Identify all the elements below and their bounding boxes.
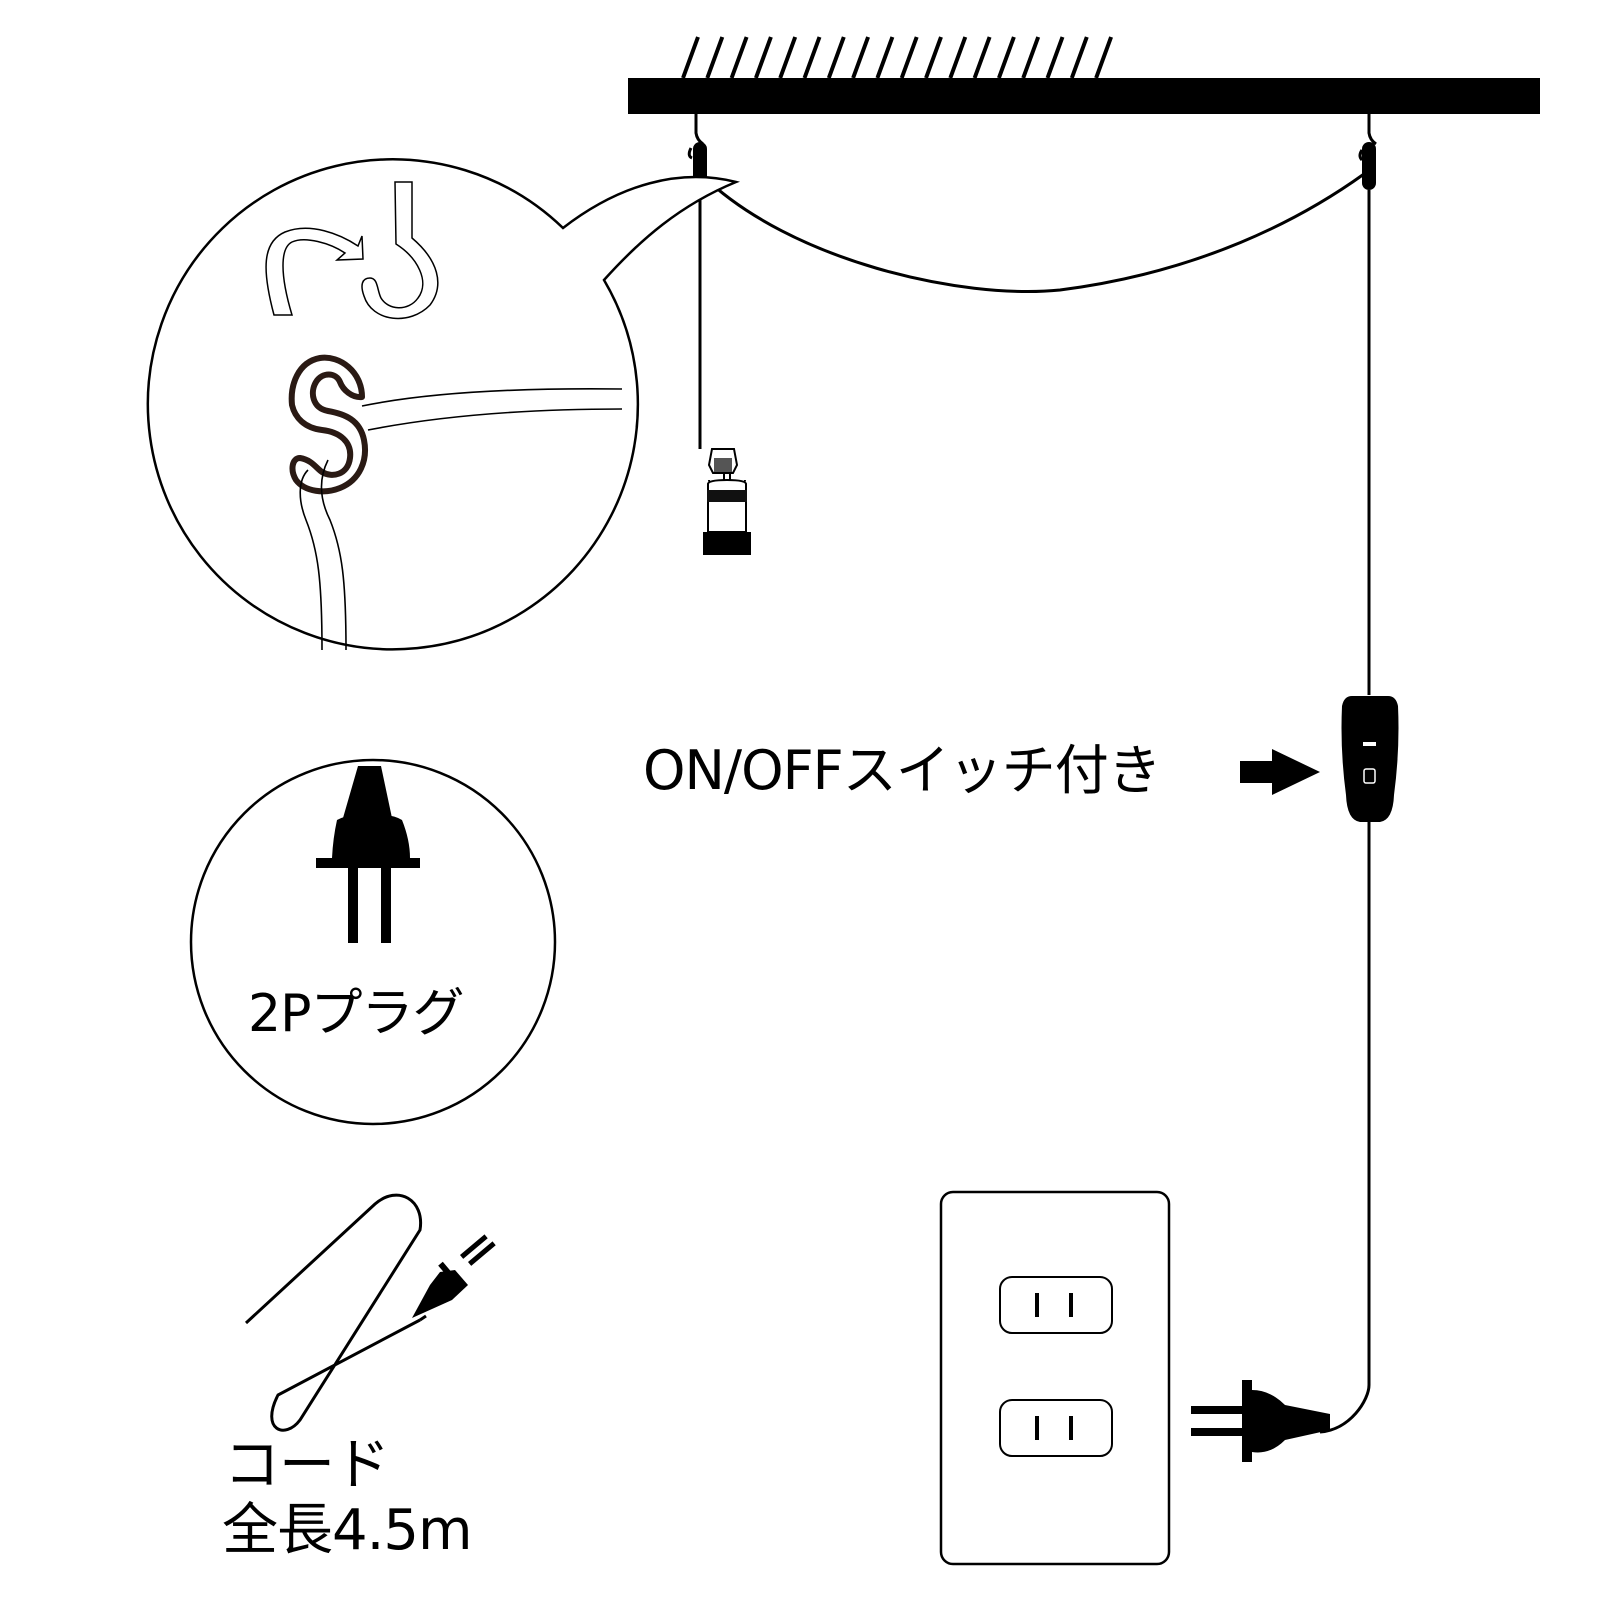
ceiling-hatch-line xyxy=(851,36,870,79)
ceiling-hatch-line xyxy=(1045,36,1065,79)
hanging-cord xyxy=(701,172,1365,294)
power-cord xyxy=(1319,190,1371,1434)
ceiling-hatch-line xyxy=(681,36,700,79)
ceiling-hatch-line xyxy=(997,36,1016,79)
hook-detail-callout xyxy=(146,158,740,651)
coiled-cord-icon xyxy=(244,1193,427,1432)
ceiling-hatch-line xyxy=(729,36,749,79)
ceiling-hatch-line xyxy=(705,36,725,79)
ceiling-hatch-line xyxy=(875,36,895,79)
plug-icon xyxy=(316,766,420,943)
ceiling-hatch-line xyxy=(1069,36,1089,79)
small-plug-icon xyxy=(412,1234,496,1318)
outlet-socket-top xyxy=(999,1276,1113,1334)
ceiling-hatch-line xyxy=(1021,36,1041,79)
ceiling-icon xyxy=(628,36,1540,114)
ceiling-hatch-line xyxy=(899,36,919,79)
s-hook-icon xyxy=(288,354,368,495)
plug-near-outlet-icon[interactable] xyxy=(1191,1380,1330,1462)
arrow-right-icon xyxy=(1240,749,1320,795)
plug-type-label: 2Pプラグ xyxy=(248,984,464,1044)
plug-detail-circle xyxy=(189,758,557,1126)
ceiling-hatch-line xyxy=(826,36,846,79)
curved-arrow-icon xyxy=(265,227,364,316)
outlet-socket-bottom xyxy=(999,1399,1113,1457)
switch-label: ON/OFFスイッチ付き xyxy=(643,739,1162,802)
wall-outlet-icon xyxy=(939,1190,1171,1566)
ceiling-hatch-line xyxy=(1094,36,1113,79)
cord-label: コード xyxy=(224,1433,390,1498)
lamp-socket-icon xyxy=(703,448,751,555)
ceiling-hatch-line xyxy=(948,36,968,79)
ceiling-hatch-line xyxy=(802,36,822,79)
ceiling-hatch-line xyxy=(972,36,992,79)
ceiling-hatch-line xyxy=(778,36,798,79)
hook-icon xyxy=(361,181,439,320)
ceiling-hatch-line xyxy=(754,36,773,79)
ceiling-hatch-line xyxy=(924,36,943,79)
cord-length-label: 全長4.5m xyxy=(222,1498,473,1563)
switch-icon[interactable] xyxy=(1341,696,1399,822)
ceiling-hook-right-icon xyxy=(1358,114,1377,190)
